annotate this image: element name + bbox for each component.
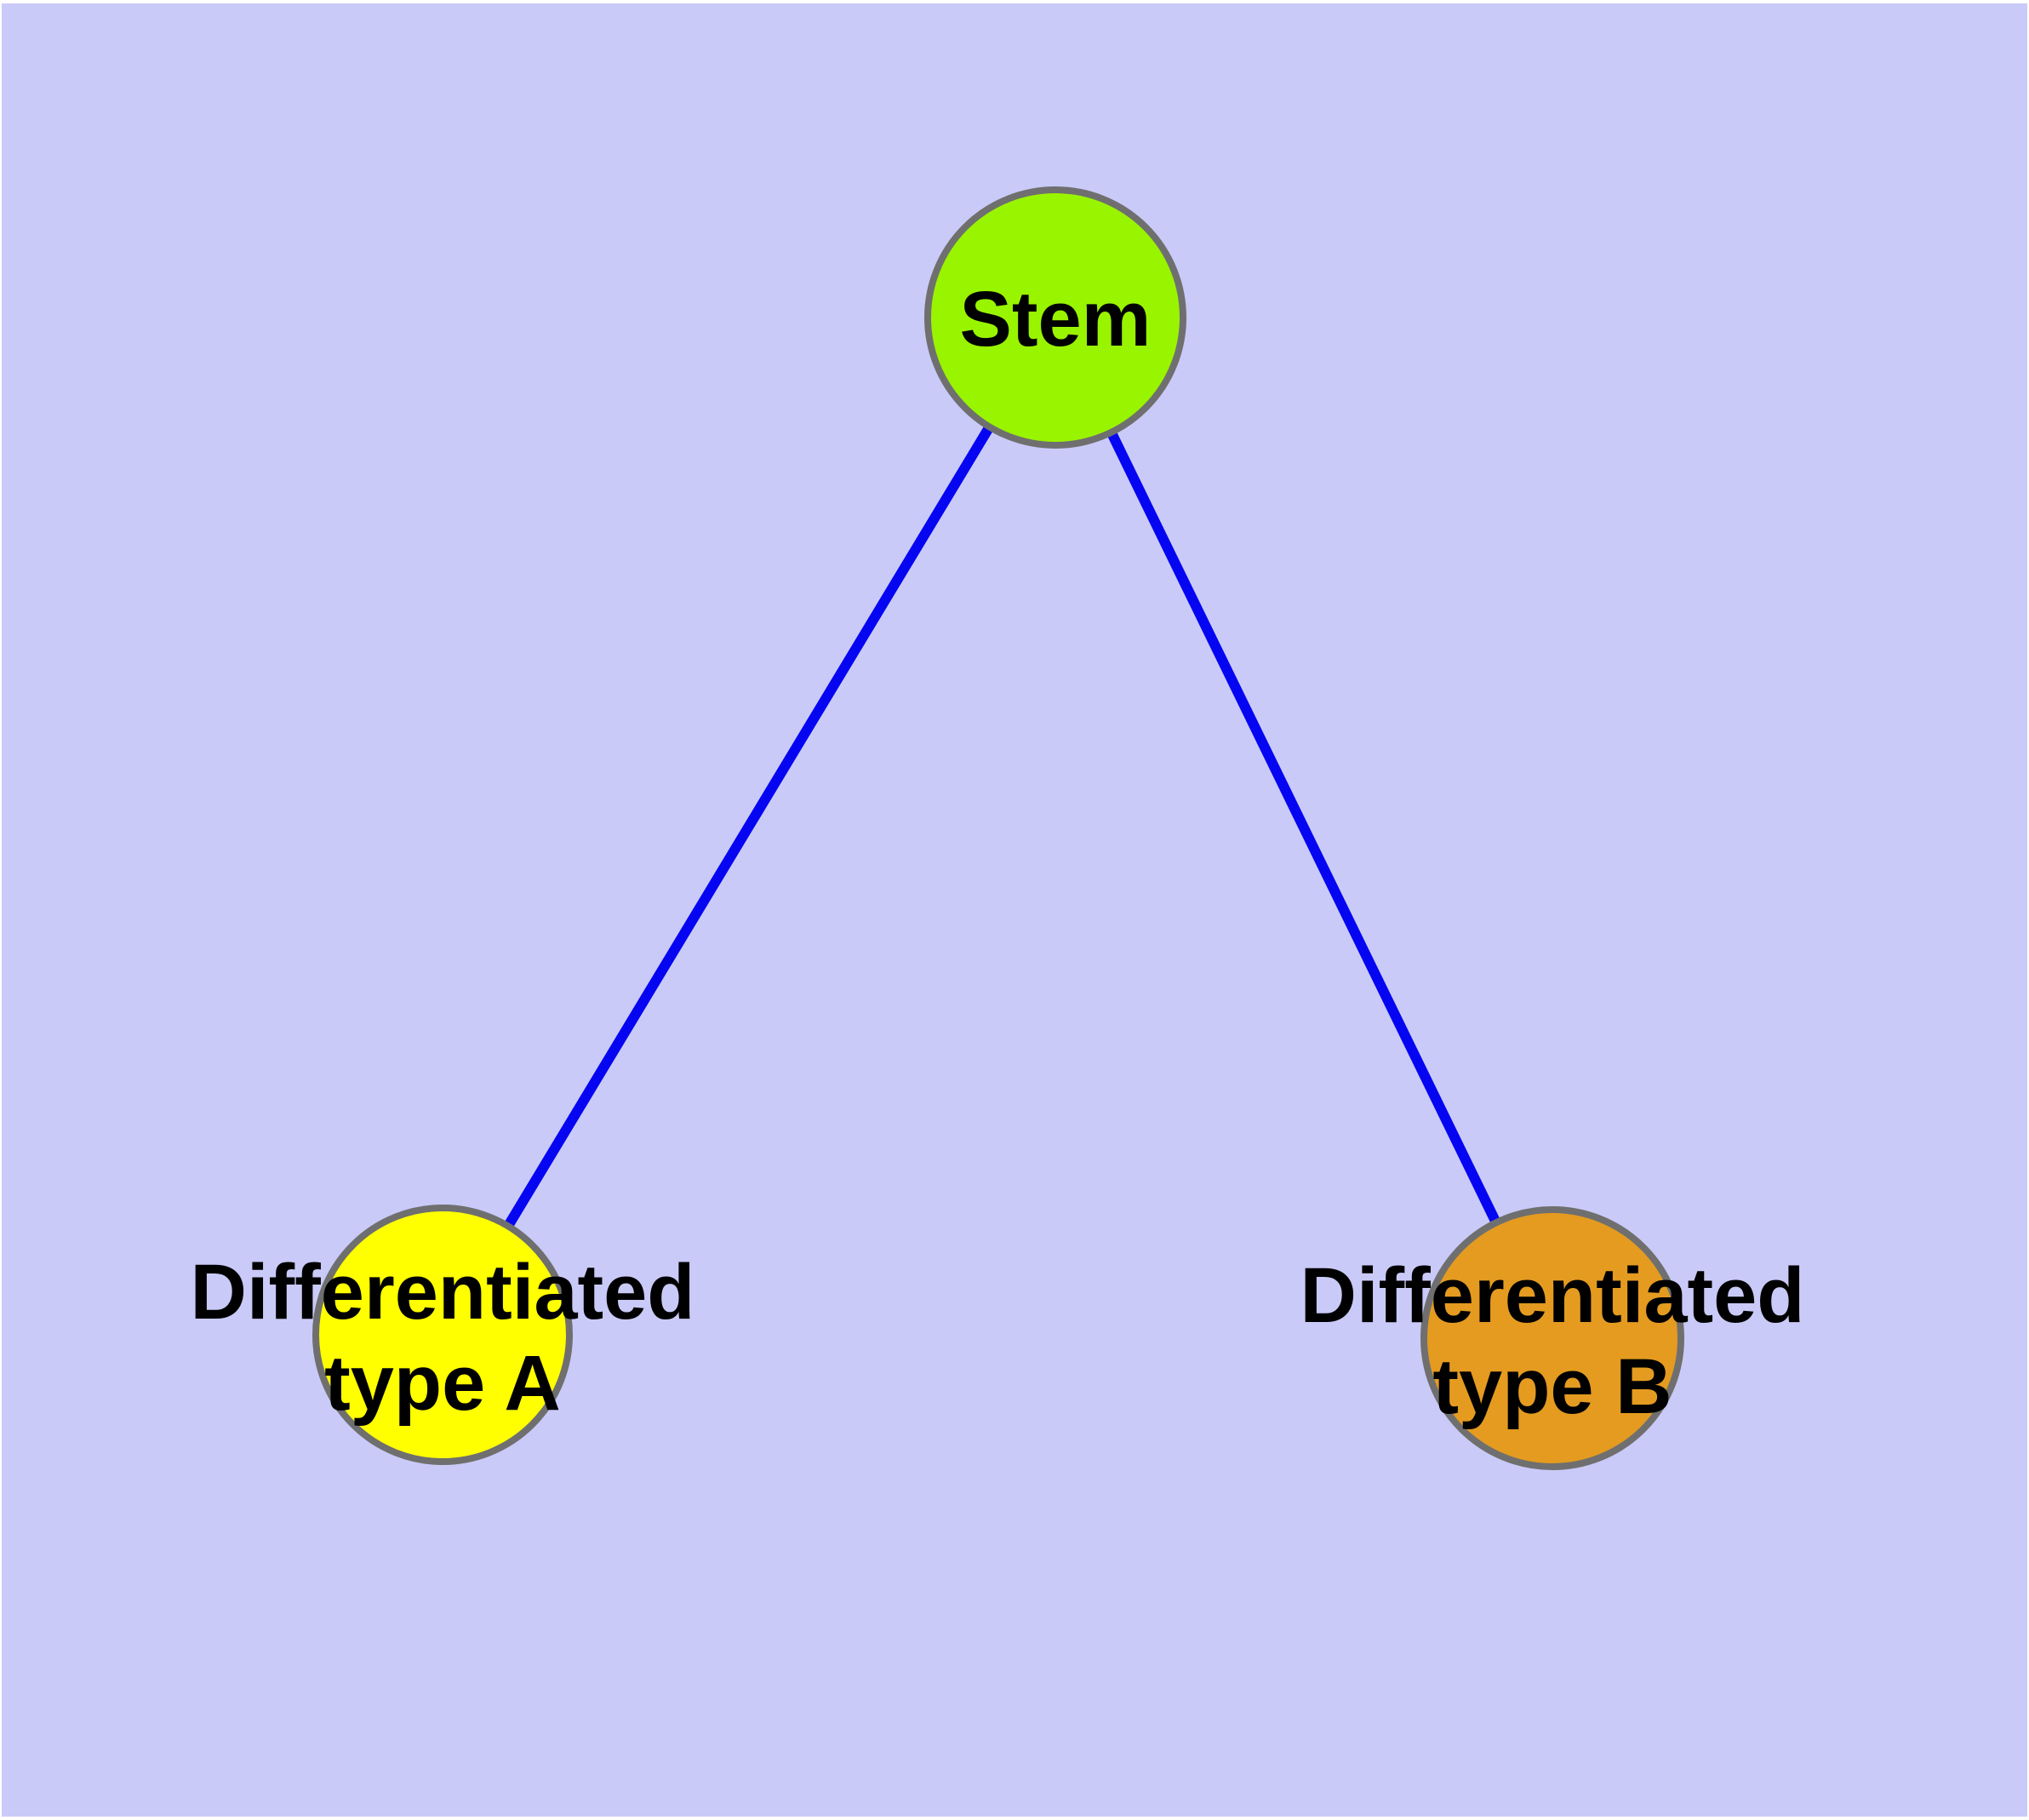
node-differentiated-type-b [1420,1206,1684,1470]
node-type-b-label-line1: Differentiated [1300,1252,1805,1339]
node-type-a-label-line1: Differentiated [191,1249,695,1336]
edge-stem-to-type-a [437,314,1060,1338]
edge-stem-to-type-b [1050,315,1557,1341]
node-type-a-label-line2: type A [324,1340,561,1427]
node-differentiated-type-a [312,1205,573,1465]
node-differentiated-type-a-label: Differentiated type A [191,1249,695,1427]
node-stem [924,186,1186,449]
node-differentiated-type-b-label: Differentiated type B [1300,1252,1805,1430]
node-type-b-label-line2: type B [1432,1343,1672,1430]
node-stem-label: Stem [960,276,1152,363]
